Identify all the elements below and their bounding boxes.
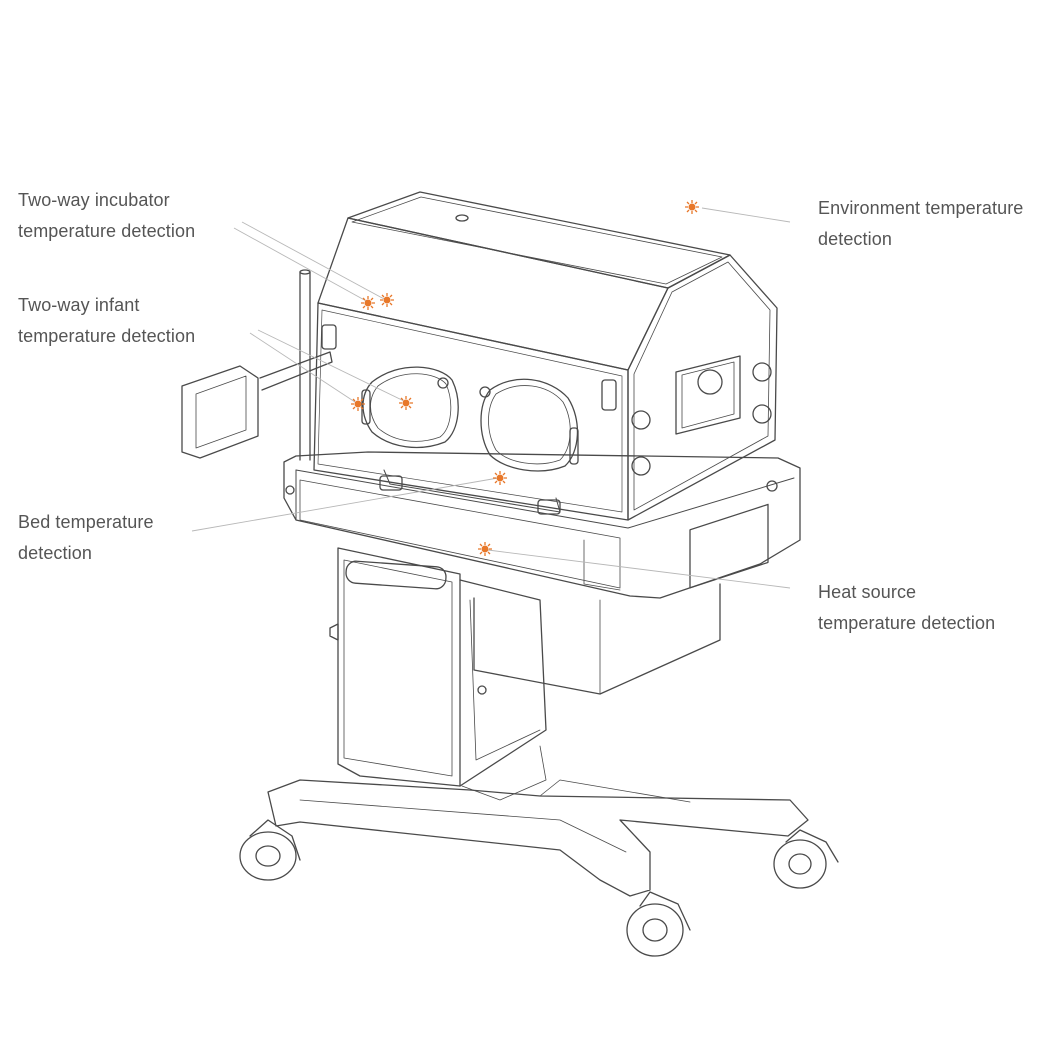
label-heat-source-line2: temperature detection	[818, 613, 996, 633]
leader-environment	[701, 207, 791, 223]
leader-incubator-a	[233, 227, 369, 303]
sensor-markers	[351, 200, 699, 556]
label-incubator-line2: temperature detection	[18, 221, 196, 241]
leader-lines	[191, 207, 791, 589]
leader-incubator-b	[241, 221, 387, 301]
bed-tray	[283, 451, 801, 599]
label-incubator-line1: Two-way incubator	[18, 190, 170, 210]
heater-module	[473, 583, 721, 695]
sensor-marker-environment	[685, 200, 699, 214]
wheeled-base	[267, 745, 809, 897]
sensor-marker-infant-1	[351, 397, 365, 411]
pole-and-monitor	[181, 269, 333, 461]
incubator-hood	[313, 191, 778, 521]
label-environment-line2: detection	[818, 229, 892, 249]
leader-bed	[191, 477, 499, 532]
caster-front-right	[626, 891, 691, 957]
hand-port-left	[361, 366, 459, 449]
label-infant-line2: temperature detection	[18, 326, 196, 346]
leader-infant-b	[257, 329, 407, 403]
caster-back-right	[773, 829, 839, 889]
label-infant-line1: Two-way infant	[18, 295, 140, 315]
sensor-marker-bed	[493, 471, 507, 485]
leader-infant-a	[249, 332, 359, 405]
label-heat-source-line1: Heat source	[818, 582, 917, 602]
label-bed-temperature: Bed temperature detection	[18, 507, 154, 569]
sensor-marker-heat-source	[478, 542, 492, 556]
side-access-panel	[631, 355, 772, 476]
caster-front-left	[239, 819, 301, 881]
hand-port-right	[479, 378, 579, 472]
leader-heat-source	[487, 549, 791, 589]
label-bed-line1: Bed temperature	[18, 512, 154, 532]
sensor-marker-incubator-2	[380, 293, 394, 307]
sensor-marker-incubator-1	[361, 296, 375, 310]
label-environment-line1: Environment temperature	[818, 198, 1024, 218]
support-column	[329, 547, 547, 787]
label-heat-source-temperature: Heat source temperature detection	[818, 577, 995, 639]
sensor-marker-infant-2	[399, 396, 413, 410]
label-bed-line2: detection	[18, 543, 92, 563]
label-incubator-temperature: Two-way incubator temperature detection	[18, 185, 195, 247]
front-latches	[321, 324, 617, 411]
label-environment-temperature: Environment temperature detection	[818, 193, 1023, 255]
label-infant-temperature: Two-way infant temperature detection	[18, 290, 195, 352]
